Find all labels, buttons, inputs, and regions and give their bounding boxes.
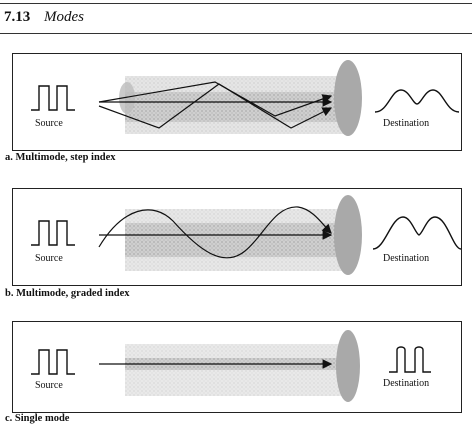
zigzag-ray-1	[98, 81, 333, 117]
destination-label: Destination	[383, 253, 429, 264]
source-label: Source	[35, 253, 63, 264]
destination-label: Destination	[383, 118, 429, 129]
fiber-core	[125, 92, 345, 122]
fiber-end-face	[334, 60, 362, 136]
destination-label: Destination	[383, 378, 429, 389]
header-bottom-rule	[0, 33, 472, 34]
fiber-core	[125, 223, 345, 257]
fiber-input-face	[119, 82, 135, 114]
destination-pulse-wave	[389, 346, 431, 373]
zigzag-ray-2	[98, 83, 333, 129]
fiber-end-face	[336, 330, 360, 402]
destination-pulse-wave	[372, 216, 461, 250]
caption-step-index: a. Multimode, step index	[5, 152, 116, 163]
source-pulse-wave	[31, 85, 75, 111]
source-pulse-wave	[31, 349, 75, 375]
panel-step-index: Source Destination	[12, 53, 462, 151]
section-title: Modes	[44, 9, 84, 25]
panel-single-mode: Source Destination	[12, 321, 462, 413]
destination-pulse-wave	[374, 89, 460, 113]
graded-index-diagram: Source Destination	[31, 195, 461, 275]
step-index-diagram: Source Destination	[31, 60, 460, 136]
source-label: Source	[35, 118, 63, 129]
caption-single-mode: c. Single mode	[5, 413, 70, 424]
source-label: Source	[35, 380, 63, 391]
fiber-end-face	[334, 195, 362, 275]
header-top-rule	[0, 3, 472, 4]
source-pulse-wave	[31, 220, 75, 246]
sinusoidal-ray	[98, 206, 332, 259]
caption-graded-index: b. Multimode, graded index	[5, 288, 130, 299]
panel-graded-index: Source Destination	[12, 188, 462, 286]
single-mode-diagram: Source Destination	[31, 330, 431, 402]
section-header: 7.13 Modes	[0, 0, 472, 34]
section-number: 7.13	[4, 9, 31, 25]
